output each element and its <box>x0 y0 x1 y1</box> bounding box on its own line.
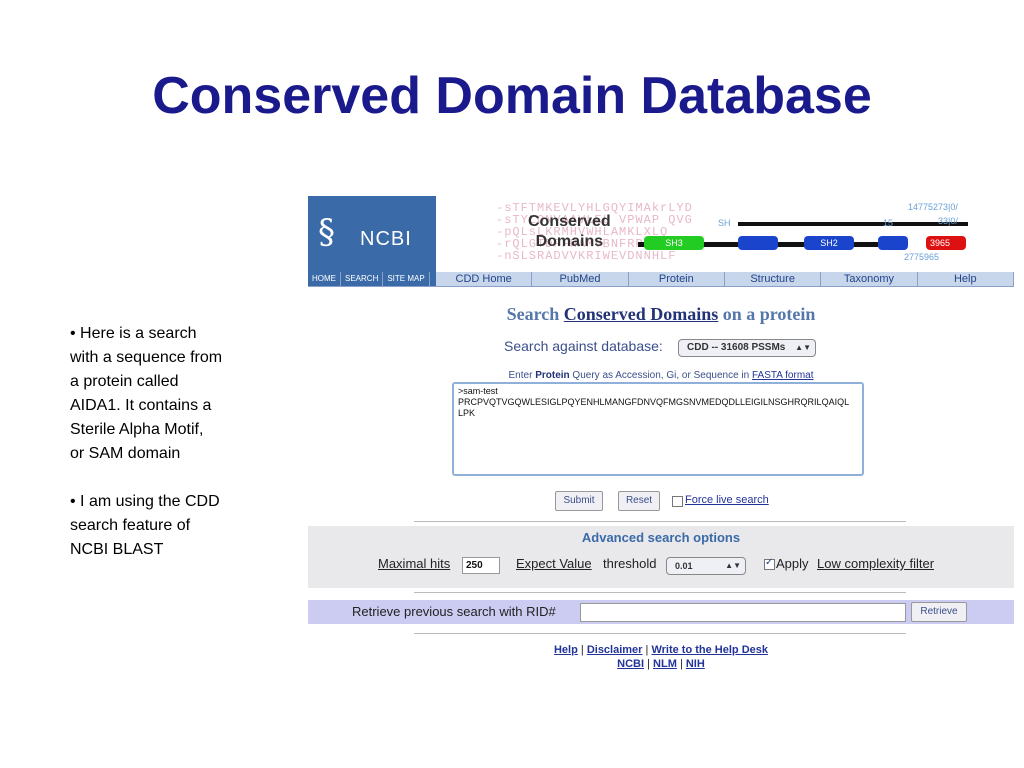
bullet-list: • Here is a search with a sequence from … <box>70 322 270 586</box>
query-label-bold: Protein <box>535 370 570 381</box>
divider <box>414 633 906 634</box>
banner-seq-line: -sTFTMKEVLYHLGQYIMAkrLYD <box>496 201 693 215</box>
ncbi-logo-text: NCBI <box>360 228 412 250</box>
banner-seq-line: -rQLGTDFFHAMVBNFRPYAM <box>496 237 669 251</box>
nav-help[interactable]: Help <box>918 272 1014 286</box>
sequence-textarea[interactable]: >sam-test PRCPVQTVGQWLESIGLPQYENHLMANGFD… <box>452 382 864 476</box>
nav-site-map[interactable]: SITE MAP <box>383 272 430 286</box>
separator: | <box>679 658 683 670</box>
banner-sequence-background: -sTFTMKEVLYHLGQYIMAkrLYD -sTYLQNVAAVLEL … <box>496 202 746 262</box>
nav-cdd-home[interactable]: CDD Home <box>436 272 533 286</box>
help-link[interactable]: Help <box>553 644 578 656</box>
banner-accession: 2775965 <box>904 252 940 262</box>
separator: | <box>647 658 650 670</box>
domain-sh <box>738 236 778 250</box>
footer-links: Help | Disclaimer | Write to the Help De… <box>308 644 1014 656</box>
expect-value-select[interactable]: 0.01 ▲▼ <box>666 557 746 575</box>
nav-pubmed[interactable]: PubMed <box>532 272 629 286</box>
apply-label: Apply <box>776 556 809 571</box>
domain-track-line <box>738 222 968 226</box>
low-complexity-link[interactable]: Low complexity filter <box>817 556 935 571</box>
cdd-screenshot: § NCBI -sTFTMKEVLYHLGQYIMAkrLYD -sTYLQNV… <box>308 196 1014 672</box>
query-label-text: Enter <box>508 370 536 381</box>
select-arrows-icon: ▲▼ <box>725 561 741 570</box>
nav-taxonomy[interactable]: Taxonomy <box>821 272 918 286</box>
banner-title-line: Domains <box>535 233 604 250</box>
nav-home[interactable]: HOME <box>308 272 341 286</box>
rid-label: Retrieve previous search with RID# <box>352 604 556 619</box>
nav-search[interactable]: SEARCH <box>341 272 384 286</box>
search-heading: Search Conserved Domains on a protein <box>308 304 1014 325</box>
footer-org-links: NCBI | NLM | NIH <box>308 658 1014 670</box>
banner-title: Conserved Domains <box>528 212 611 252</box>
select-arrows-icon: ▲▼ <box>795 343 811 352</box>
domain-sh3: SH3 <box>644 236 704 250</box>
database-select-value: CDD -- 31608 PSSMs <box>687 342 786 353</box>
ncbi-helix-icon: § <box>318 212 335 252</box>
advanced-options-band <box>308 526 1014 588</box>
expect-value-link[interactable]: Expect Value <box>516 556 592 571</box>
submit-button[interactable]: Submit <box>555 491 603 511</box>
nav-protein[interactable]: Protein <box>629 272 725 286</box>
nav-items: CDD Home PubMed Protein Structure Taxono… <box>436 272 1014 286</box>
query-label-text: Query as Accession, Gi, or Sequence in <box>569 370 752 381</box>
divider <box>414 592 906 593</box>
bullet-item: • I am using the CDD search feature of N… <box>70 493 220 558</box>
advanced-options-title: Advanced search options <box>581 530 741 545</box>
query-label: Enter Protein Query as Accession, Gi, or… <box>308 370 1014 381</box>
domain-block-red <box>926 236 966 250</box>
banner-seq-line: -pQLsLKRMHVWHLAMKLXLQ <box>496 225 669 239</box>
disclaimer-link[interactable]: Disclaimer <box>586 644 643 656</box>
heading-text: on a protein <box>718 304 816 324</box>
fasta-format-link[interactable]: FASTA format <box>751 370 814 381</box>
maximal-hits-link[interactable]: Maximal hits <box>378 556 451 571</box>
banner-accession: 14775273|0/ <box>908 202 958 212</box>
ncbi-logo[interactable]: § NCBI <box>308 196 436 272</box>
help-desk-link[interactable]: Write to the Help Desk <box>651 644 768 656</box>
expect-value-text: 0.01 <box>675 561 693 571</box>
database-select[interactable]: CDD -- 31608 PSSMs ▲▼ <box>678 339 816 357</box>
banner-title-line: Conserved <box>528 213 611 230</box>
nav-structure[interactable]: Structure <box>725 272 822 286</box>
banner-accession: 33|0/ <box>938 216 958 226</box>
maximal-hits-input[interactable]: 250 <box>462 557 500 574</box>
banner-accession: 15 <box>883 218 894 228</box>
nav-bar: HOME SEARCH SITE MAP CDD Home PubMed Pro… <box>308 272 1014 287</box>
banner-seq-line: -nSLSRADVVKRIWEVDNNHLF <box>496 249 677 263</box>
nav-left: HOME SEARCH SITE MAP <box>308 272 436 286</box>
threshold-label: threshold <box>603 556 657 571</box>
slide-title: Conserved Domain Database <box>152 67 872 125</box>
nih-link[interactable]: NIH <box>685 658 705 670</box>
divider <box>414 521 906 522</box>
banner-accession: SH <box>718 218 731 228</box>
reset-button[interactable]: Reset <box>618 491 660 511</box>
bullet-item: • Here is a search with a sequence from … <box>70 325 223 462</box>
separator: | <box>645 644 649 656</box>
banner-accession: 3965 <box>930 238 951 248</box>
banner-seq-line: -sTYLQNVAAVLEL VPWAP QVG <box>496 213 693 227</box>
cdd-banner: § NCBI -sTFTMKEVLYHLGQYIMAkrLYD -sTYLQNV… <box>308 196 1014 272</box>
nlm-link[interactable]: NLM <box>653 658 677 670</box>
retrieve-button[interactable]: Retrieve <box>911 602 967 622</box>
ncbi-link[interactable]: NCBI <box>617 658 645 670</box>
rid-input[interactable] <box>580 603 906 622</box>
domain-sh2: SH2 <box>804 236 854 250</box>
conserved-domains-link[interactable]: Conserved Domains <box>563 304 719 324</box>
heading-text: Search <box>506 304 564 324</box>
domain-block <box>878 236 908 250</box>
low-complexity-checkbox[interactable] <box>764 557 775 570</box>
force-live-checkbox[interactable] <box>672 496 683 507</box>
force-live-link[interactable]: Force live search <box>685 494 769 506</box>
separator: | <box>580 644 584 656</box>
database-label: Search against database: <box>504 338 663 354</box>
